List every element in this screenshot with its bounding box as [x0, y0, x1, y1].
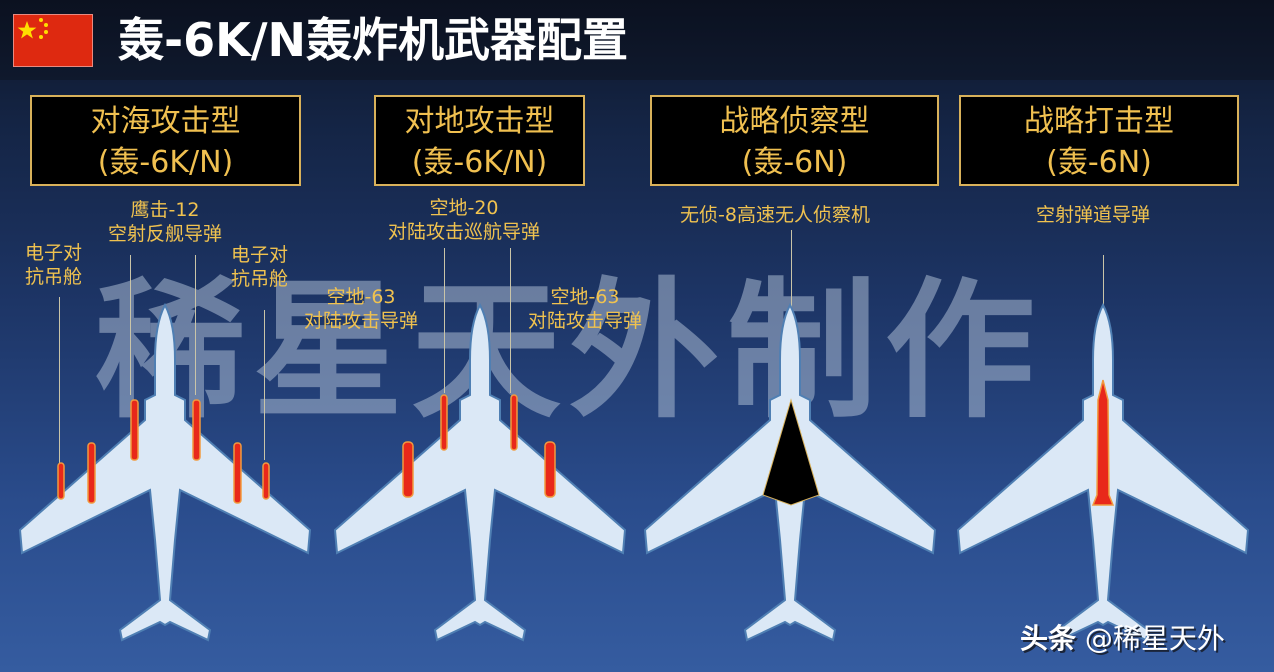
h6-bomber-land-attack [333, 302, 627, 642]
panel-title-card-land-attack: 对地攻击型 (轰-6K/N) [374, 95, 585, 186]
ballistic-missile-icon [1091, 379, 1115, 506]
weapon-desc: 对陆攻击导弹 [304, 310, 419, 332]
weapon-label-ecm-pod-left: 电子对 抗吊舱 [25, 241, 82, 289]
leader-line [444, 248, 445, 393]
leader-line [130, 255, 131, 395]
panel-subtitle: (轰-6N) [741, 145, 848, 180]
weapon-label-yj12: 鹰击-12 空射反舰导弹 [108, 198, 222, 246]
panel-title: 战略侦察型 [719, 104, 870, 139]
watermark-text: 稀星天外制作 [95, 265, 1044, 439]
weapon-desc: 对陆攻击导弹 [528, 310, 643, 332]
panel-title-card-strike: 战略打击型 (轰-6N) [959, 95, 1239, 186]
leader-line [195, 255, 196, 395]
weapon-desc: 对陆攻击巡航导弹 [388, 221, 541, 243]
panel-title-card-recon: 战略侦察型 (轰-6N) [650, 95, 939, 186]
weapon-name: 电子对 [25, 242, 83, 264]
panel-title: 对地攻击型 [404, 104, 555, 139]
leader-line [510, 248, 511, 393]
panel-title-card-sea-attack: 对海攻击型 (轰-6K/N) [30, 95, 301, 186]
panel-subtitle: (轰-6K/N) [411, 145, 548, 180]
h6-bomber-strike [956, 302, 1250, 642]
weapon-desc: 抗吊舱 [231, 268, 289, 290]
source-credit: 头条 @稀星天外 [1020, 617, 1225, 657]
h6-bomber-recon [643, 302, 937, 642]
leader-line [59, 297, 60, 463]
leader-line [264, 310, 265, 460]
weapon-name: 空地-20 [429, 197, 499, 219]
panel-title: 对海攻击型 [90, 104, 241, 139]
panel-subtitle: (轰-6N) [1046, 145, 1152, 180]
weapon-name: 空射弹道导弹 [1036, 204, 1151, 226]
weapon-name: 无侦-8高速无人侦察机 [680, 204, 870, 226]
weapon-label-ecm-pod-right: 电子对 抗吊舱 [231, 243, 288, 291]
weapon-name: 空地-63 [550, 286, 620, 308]
weapon-name: 鹰击-12 [130, 199, 200, 221]
weapon-label-kd20: 空地-20 对陆攻击巡航导弹 [388, 196, 540, 244]
weapon-desc: 空射反舰导弹 [108, 223, 223, 245]
weapon-label-wz8: 无侦-8高速无人侦察机 [680, 203, 870, 227]
weapon-label-albm: 空射弹道导弹 [1036, 203, 1150, 227]
weapon-name: 电子对 [231, 244, 289, 266]
credit-platform: 头条 [1020, 622, 1077, 655]
panel-title: 战略打击型 [1024, 104, 1174, 139]
weapon-label-kd63-left: 空地-63 对陆攻击导弹 [304, 285, 418, 333]
panel-subtitle: (轰-6K/N) [97, 145, 234, 180]
page-title: 轰-6K/N轰炸机武器配置 [118, 13, 629, 67]
weapon-name: 空地-63 [326, 286, 396, 308]
china-flag-icon [13, 14, 93, 67]
h6-bomber-sea-attack [18, 302, 312, 642]
weapon-label-kd63-right: 空地-63 对陆攻击导弹 [528, 285, 642, 333]
header-bar: 轰-6K/N轰炸机武器配置 [0, 0, 1274, 80]
credit-handle: @稀星天外 [1084, 622, 1225, 655]
weapon-desc: 抗吊舱 [25, 266, 83, 288]
wz8-drone-icon [762, 398, 820, 506]
